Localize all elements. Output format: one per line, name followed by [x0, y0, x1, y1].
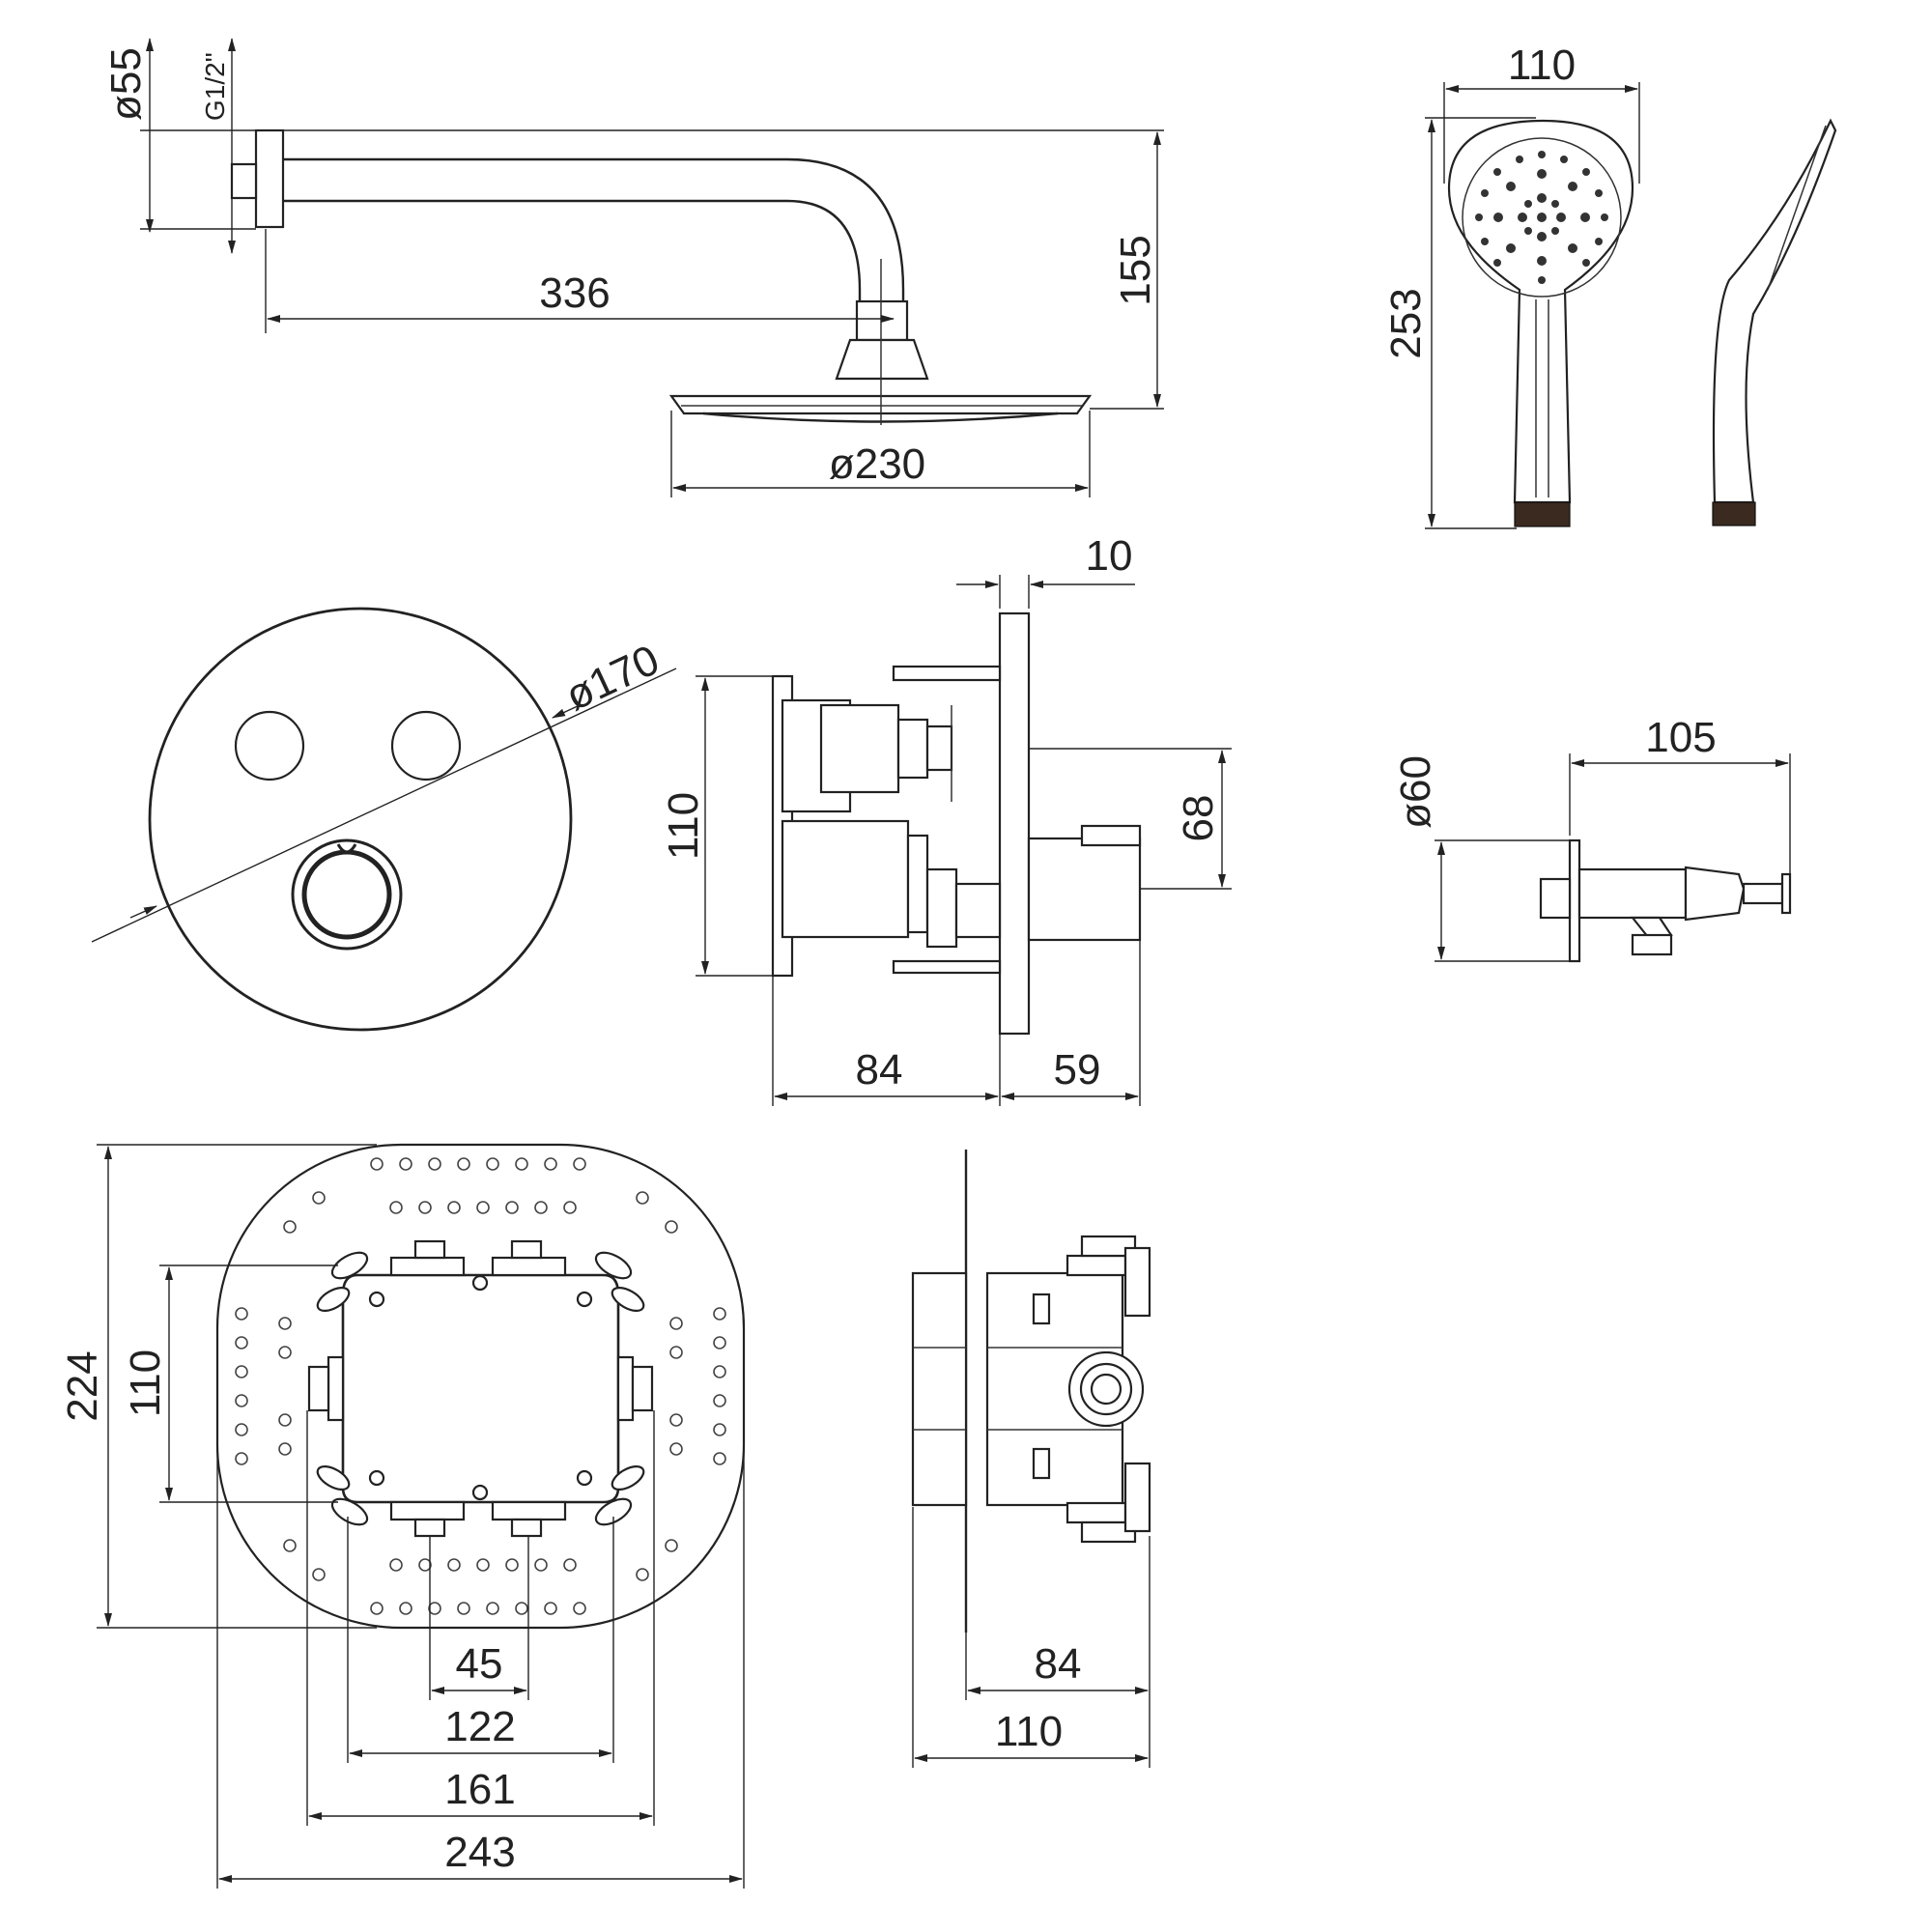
mounting-box-side [911, 1150, 1151, 1633]
dim-box-depth-b: 110 [995, 1708, 1063, 1755]
control-plate-front [91, 607, 677, 1032]
dim-box-width-a: 122 [444, 1703, 515, 1750]
shower-arm-dimensions [140, 38, 1164, 497]
dim-box-depth-a: 84 [1035, 1640, 1082, 1688]
dim-hand-length: 253 [1382, 288, 1430, 358]
dim-thread: G1/2" [200, 52, 230, 121]
dim-plate-thickness: 10 [1086, 532, 1133, 580]
hand-shower-side [1712, 118, 1837, 526]
dim-arm-length: 336 [539, 270, 610, 317]
valve-side-section [771, 611, 1142, 1036]
mounting-box-dimensions [97, 1144, 745, 1889]
shower-arm-view [230, 128, 1093, 425]
dim-outlet-diameter: ø60 [1392, 755, 1439, 829]
dim-box-width-b: 161 [444, 1766, 515, 1813]
box-side-dimensions [912, 1507, 1151, 1768]
perforation-holes [235, 1157, 726, 1615]
wall-outlet-side [1539, 838, 1792, 963]
dim-body-height: 110 [660, 792, 707, 860]
dim-hand-width: 110 [1508, 42, 1576, 89]
dim-plate-diameter: ø170 [558, 636, 667, 720]
dim-knob-depth: 59 [1054, 1046, 1101, 1094]
dim-inlet-spacing: 45 [456, 1640, 503, 1688]
wall-outlet-dimensions [1435, 753, 1791, 962]
dim-arm-height: 155 [1112, 235, 1159, 305]
hand-shower-front [1447, 119, 1634, 527]
dim-box-height-inner: 110 [122, 1350, 169, 1417]
dim-body-depth: 84 [856, 1046, 903, 1094]
hand-shower-dimensions [1425, 82, 1640, 529]
mounting-box-front [215, 1143, 746, 1630]
dim-box-height-total: 224 [59, 1350, 106, 1421]
dim-head-diameter: ø230 [829, 440, 925, 488]
dim-outlet-length: 105 [1645, 714, 1716, 761]
dim-box-width-total: 243 [444, 1829, 515, 1876]
dim-knob-height: 68 [1175, 795, 1222, 842]
dim-flange-diameter: ø55 [102, 47, 150, 121]
valve-side-dimensions [696, 575, 1232, 1106]
